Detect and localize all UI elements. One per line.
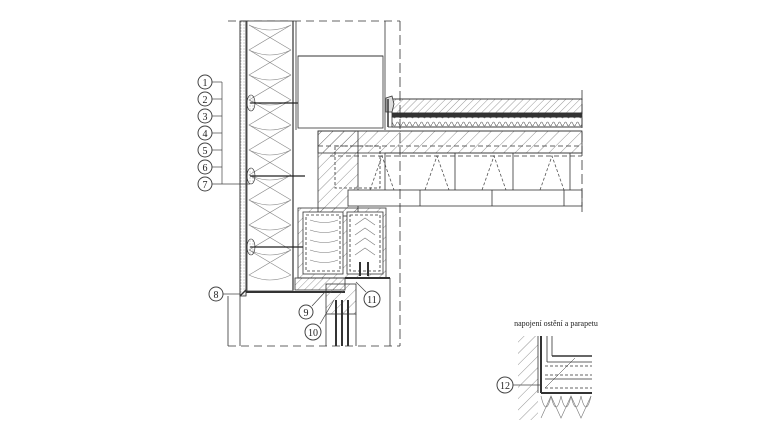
svg-text:7: 7 [203,180,208,191]
callout-10: 10 [304,323,322,341]
callout-11: 11 [363,290,381,308]
render-layer [239,20,247,297]
callout-6: 6 [197,159,213,175]
callouts: 1 2 3 4 5 6 7 8 9 10 11 12 [197,74,540,394]
callout-9: 9 [298,304,314,320]
callout-8: 8 [208,286,224,302]
ceiling-slab [317,90,583,217]
svg-text:3: 3 [203,112,208,123]
svg-text:8: 8 [214,290,219,301]
lintel-blocks [297,207,387,279]
main-section [227,20,583,347]
svg-text:5: 5 [203,146,208,157]
svg-text:12: 12 [500,381,510,392]
callout-2: 2 [197,91,213,107]
roof-buildup [385,95,583,128]
svg-text:10: 10 [308,328,318,339]
callout-7: 7 [197,176,213,192]
svg-text:2: 2 [203,95,208,106]
callout-12: 12 [496,376,514,394]
svg-text:4: 4 [203,129,208,140]
anchors [246,94,305,256]
inset-detail: napojení ostění a parapetu [514,319,598,420]
callout-3: 3 [197,108,213,124]
svg-text:11: 11 [367,295,377,306]
inset-title: napojení ostění a parapetu [514,319,598,328]
svg-text:9: 9 [304,308,309,319]
upper-wall [295,21,386,130]
svg-text:6: 6 [203,163,208,174]
window-frame [325,277,390,346]
callout-1: 1 [197,74,213,90]
callout-4: 4 [197,125,213,141]
callout-5: 5 [197,142,213,158]
svg-text:1: 1 [203,78,208,89]
